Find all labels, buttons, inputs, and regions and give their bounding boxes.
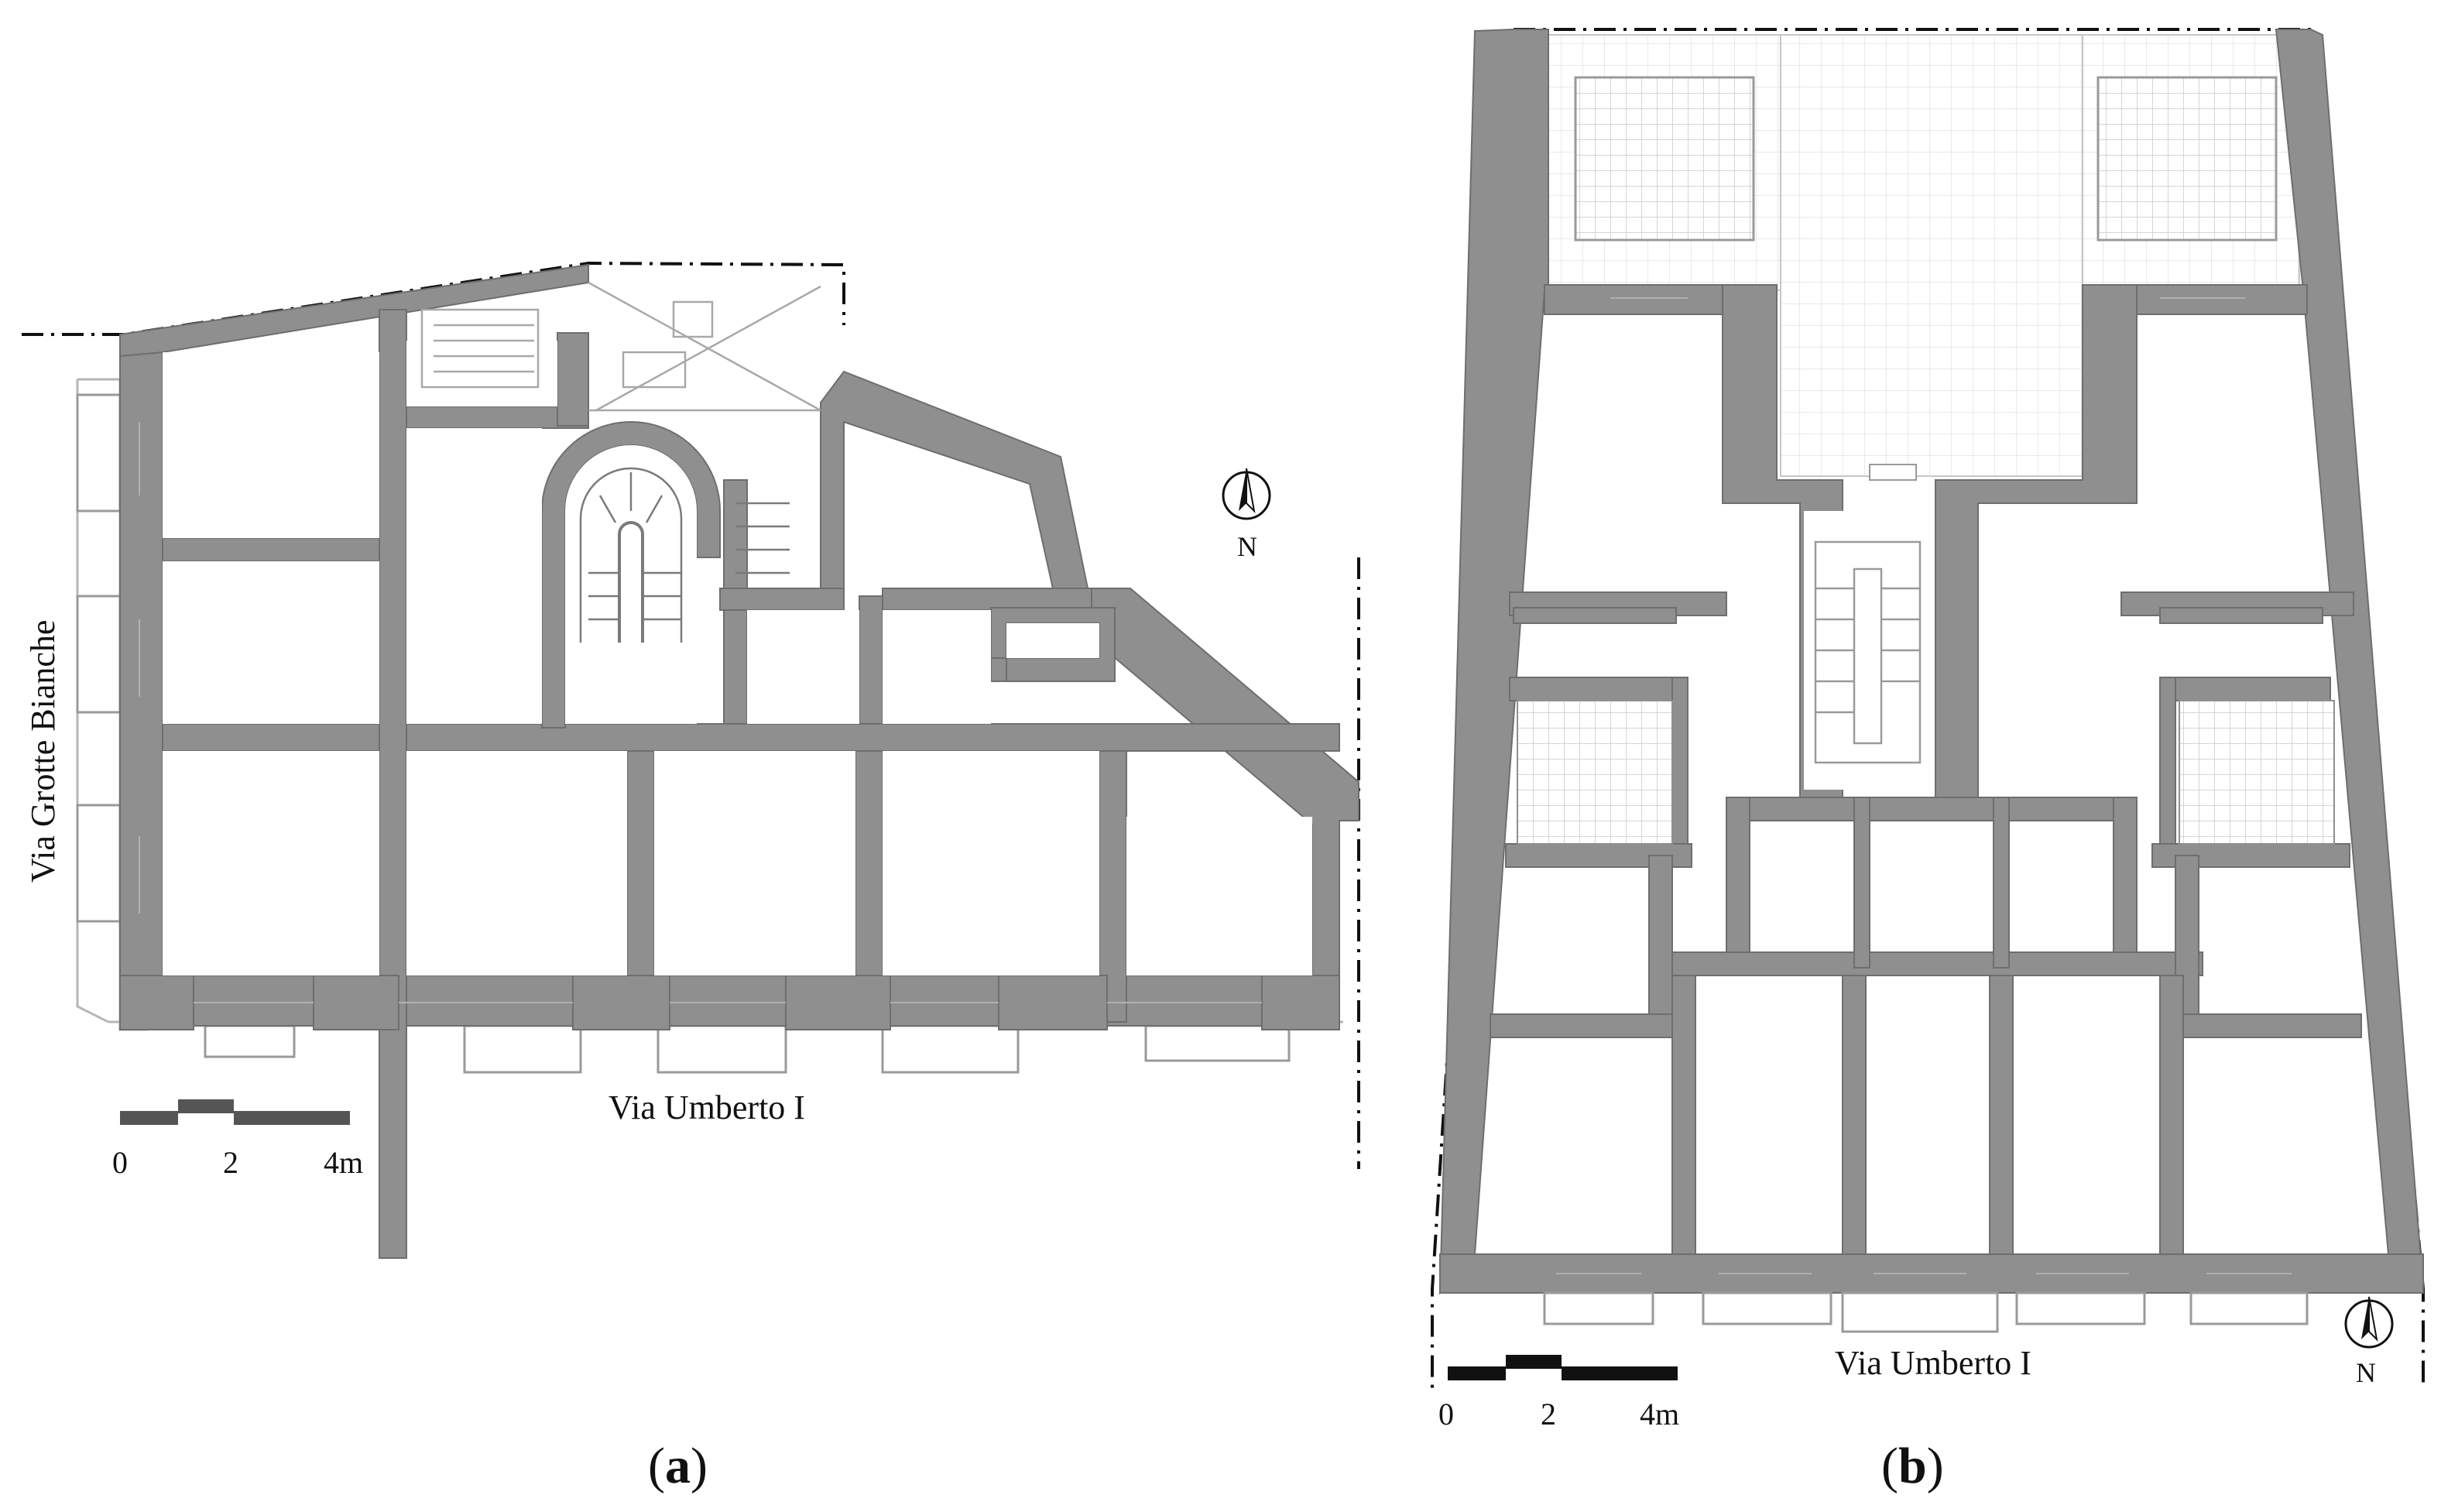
plan-a: N Via Grotte Bianche Via Umberto I 0 2 4… — [22, 261, 1360, 1494]
plan-a-scale-2: 2 — [223, 1145, 238, 1180]
plan-b-scale-4m: 4m — [1640, 1397, 1679, 1431]
plan-b-scale-bar: 0 2 4m — [1438, 1355, 1679, 1431]
plan-b-openings — [1556, 297, 2292, 1274]
plan-a-scale-0: 0 — [112, 1145, 128, 1180]
plan-b-courtyard-center — [1780, 34, 2083, 477]
plan-b-scale-0: 0 — [1438, 1397, 1454, 1431]
plan-a-caption: (a) — [648, 1438, 708, 1494]
plan-a-boundary — [22, 261, 845, 336]
plan-b-scale-2: 2 — [1541, 1397, 1556, 1431]
plan-b-street-south: Via Umberto I — [1835, 1344, 2031, 1382]
plan-b-north-arrow — [2344, 1296, 2394, 1349]
plan-b-caption: (b) — [1881, 1438, 1944, 1494]
plan-a-street-west: Via Grotte Bianche — [24, 620, 62, 883]
plan-b-planter-left — [1574, 76, 1755, 242]
plan-a-openings — [139, 422, 1262, 1003]
plan-a-street-south: Via Umberto I — [609, 1089, 805, 1126]
plan-a-walls — [119, 263, 1359, 1259]
plan-a-scale-4m: 4m — [324, 1145, 363, 1180]
plan-b-tiles-left — [1517, 700, 1673, 845]
plan-b: N Via Umberto I 0 2 4m (b) — [1431, 28, 2425, 1494]
plan-b-tiles-right — [2179, 700, 2335, 845]
plan-a-scale-bar: 0 2 4m — [112, 1099, 363, 1180]
plan-b-north-label: N — [2356, 1357, 2376, 1388]
plan-b-stair — [1814, 540, 1922, 764]
plan-a-stair — [579, 467, 790, 643]
plan-b-planter-right — [2096, 76, 2278, 242]
plan-a-courtyard — [420, 281, 821, 412]
plan-a-north-label: N — [1237, 531, 1257, 562]
plan-b-stair-landing — [1869, 464, 1917, 481]
plan-b-balconies — [1543, 1291, 2309, 1333]
plan-a-rooms — [163, 341, 1312, 975]
plan-b-walls — [1438, 29, 2425, 1295]
plan-a-north-arrow — [1222, 468, 1271, 520]
